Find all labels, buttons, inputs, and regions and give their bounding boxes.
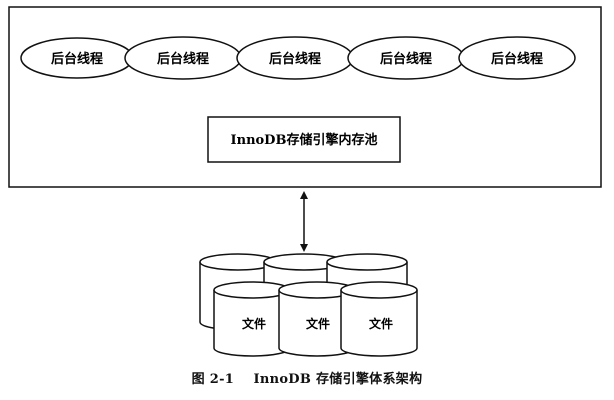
background-thread-2: 后台线程 [124,36,242,80]
background-thread-3: 后台线程 [236,36,354,80]
caption-gap [234,372,253,387]
figure-caption: 图 2-1 InnoDB 存储引擎体系架构 [0,368,614,387]
file-cylinders: 文件 文件 文件 [199,253,418,357]
file-cylinder-front-1: 文件 [213,281,291,357]
file-label: 文件 [306,316,330,331]
background-thread-label: 后台线程 [491,51,543,67]
figure-title: InnoDB 存储引擎体系架构 [253,372,423,387]
file-label: 文件 [369,316,393,331]
background-thread-label: 后台线程 [157,51,209,67]
file-label: 文件 [242,316,266,331]
memory-pool-label: InnoDB存储引擎内存池 [231,132,378,148]
file-cylinder-front-3: 文件 [340,281,418,357]
background-thread-5: 后台线程 [458,36,576,80]
memory-pool: InnoDB存储引擎内存池 [207,116,401,163]
figure-number: 图 2-1 [191,372,235,387]
background-thread-label: 后台线程 [269,51,321,67]
background-thread-4: 后台线程 [347,36,465,80]
file-cylinder-front-2: 文件 [278,281,356,357]
background-thread-label: 后台线程 [51,51,103,67]
background-threads: 后台线程 后台线程 后台线程 后台线程 后台线程 [20,36,576,80]
background-thread-label: 后台线程 [380,51,432,67]
background-thread-1: 后台线程 [20,37,134,79]
